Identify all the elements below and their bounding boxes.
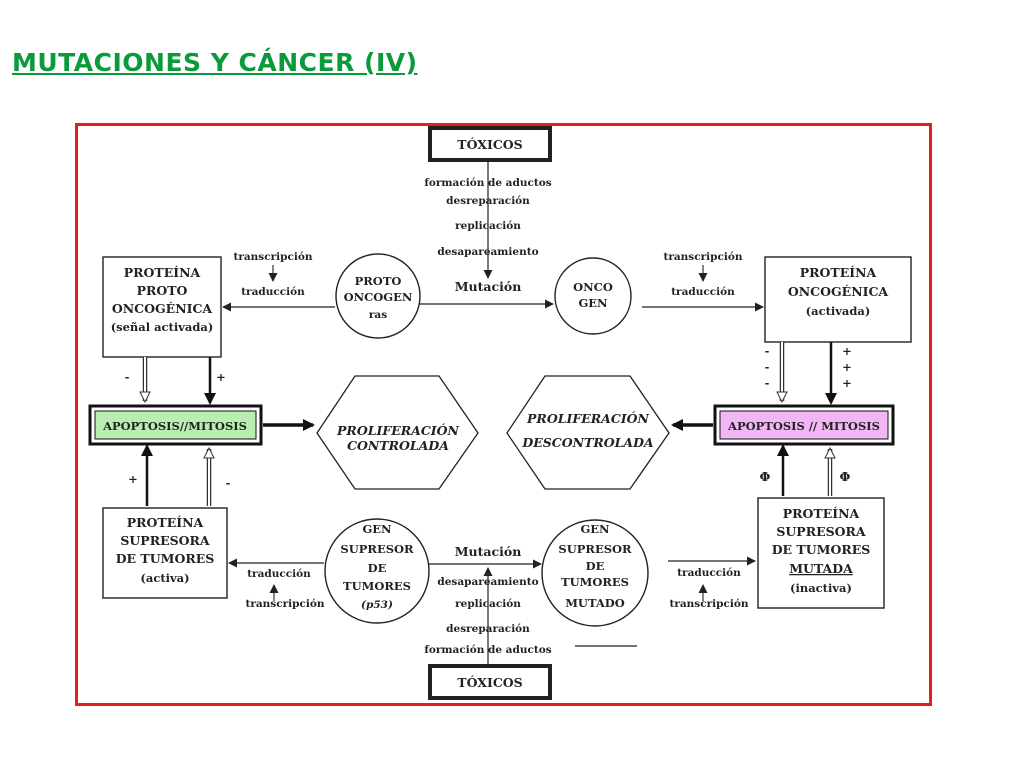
diagram-frame: TÓXICOS TÓXICOS formación de aductos des… bbox=[75, 123, 932, 706]
protein-oncogenica-box: PROTEÍNA ONCOGÉNICA (activada) bbox=[764, 256, 912, 343]
hex-right-line-1: PROLIFERACIÓN bbox=[526, 410, 649, 426]
toxicos-bottom-label: TÓXICOS bbox=[457, 674, 522, 690]
prot-protoonco-line-3: ONCOGÉNICA bbox=[112, 301, 213, 316]
frame-border bbox=[75, 123, 932, 706]
oncogen-circle: ONCO GEN bbox=[554, 257, 632, 335]
svg-text:-: - bbox=[765, 344, 770, 358]
gen-supmut-line-4: TUMORES bbox=[561, 575, 629, 589]
gen-supresor-circle: GEN SUPRESOR DE TUMORES (p53) bbox=[324, 518, 430, 624]
svg-text:+: + bbox=[842, 344, 852, 358]
gen-supmut-line-2: SUPRESOR bbox=[558, 542, 632, 556]
prot-supmut-line-3: DE TUMORES bbox=[772, 542, 871, 557]
svg-text:+: + bbox=[842, 360, 852, 374]
svg-text:-: - bbox=[765, 376, 770, 390]
protoncogen-circle: PROTO ONCOGEN ras bbox=[335, 253, 421, 339]
gen-sup-line-4: TUMORES bbox=[343, 579, 411, 593]
bottom-process-1: desapareamiento bbox=[437, 576, 538, 588]
sign-plus-top-left: + bbox=[216, 370, 226, 384]
gen-sup-line-1: GEN bbox=[362, 522, 392, 536]
top-process-labels: formación de aductos desreparación repli… bbox=[424, 177, 551, 258]
gen-supmut-line-3: DE bbox=[586, 559, 605, 573]
oncogen-line-1: ONCO bbox=[573, 280, 613, 294]
transcripcion-top-right: transcripción bbox=[663, 251, 742, 263]
sign-minus-top-left: - bbox=[125, 370, 130, 384]
sign-plus-bottom-left: + bbox=[128, 472, 138, 486]
prot-supmut-line-5: (inactiva) bbox=[790, 581, 852, 595]
hex-proliferacion-controlada: PROLIFERACIÓN CONTROLADA bbox=[316, 375, 479, 490]
oncogen-line-2: GEN bbox=[578, 296, 608, 310]
prot-supmut-line-1: PROTEÍNA bbox=[783, 506, 860, 521]
hex-left-line-2: CONTROLADA bbox=[347, 438, 449, 453]
prot-supmut-line-2: SUPRESORA bbox=[776, 524, 866, 539]
prot-sup-line-2: SUPRESORA bbox=[120, 533, 210, 548]
mutation-bottom-label: Mutación bbox=[455, 544, 522, 559]
toxicos-bottom-box: TÓXICOS bbox=[428, 664, 552, 700]
mutation-cancer-diagram: TÓXICOS TÓXICOS formación de aductos des… bbox=[75, 123, 932, 706]
traduccion-bottom-left: traducción bbox=[247, 568, 311, 580]
phi-right: Φ bbox=[840, 469, 851, 484]
transcripcion-top-left: transcripción bbox=[233, 251, 312, 263]
protein-supresora-box: PROTEÍNA SUPRESORA DE TUMORES (activa) bbox=[102, 507, 228, 599]
prot-sup-line-4: (activa) bbox=[140, 571, 189, 585]
bottom-process-labels: desapareamiento replicación desreparació… bbox=[424, 576, 551, 656]
mutation-top-label: Mutación bbox=[455, 279, 522, 294]
hex-right-line-2: DESCONTROLADA bbox=[521, 435, 654, 450]
gen-sup-line-2: SUPRESOR bbox=[340, 542, 414, 556]
prot-sup-line-1: PROTEÍNA bbox=[127, 515, 204, 530]
prot-onco-line-1: PROTEÍNA bbox=[800, 265, 877, 280]
prot-protoonco-line-4: (señal activada) bbox=[111, 320, 214, 334]
hex-proliferacion-descontrolada: PROLIFERACIÓN DESCONTROLADA bbox=[506, 375, 670, 490]
bottom-process-2: replicación bbox=[455, 598, 521, 610]
toxicos-top-box: TÓXICOS bbox=[428, 126, 552, 162]
hex-left-line-1: PROLIFERACIÓN bbox=[336, 422, 459, 438]
transcripcion-bottom-right: transcripción bbox=[669, 598, 748, 610]
svg-text:+: + bbox=[842, 376, 852, 390]
protoncogen-line-2: ONCOGEN bbox=[344, 290, 413, 304]
transcripcion-bottom-left: transcripción bbox=[245, 598, 324, 610]
top-process-1: formación de aductos bbox=[424, 177, 551, 189]
prot-supmut-line-4: MUTADA bbox=[789, 561, 853, 576]
traduccion-bottom-right: traducción bbox=[677, 567, 741, 579]
prot-protoonco-line-2: PROTO bbox=[137, 283, 188, 298]
toxicos-top-label: TÓXICOS bbox=[457, 136, 522, 152]
traduccion-top-left: traducción bbox=[241, 286, 305, 298]
gen-supmut-line-5: MUTADO bbox=[565, 596, 625, 610]
protein-supresora-mutada-box: PROTEÍNA SUPRESORA DE TUMORES MUTADA (in… bbox=[757, 497, 885, 609]
protoncogen-line-3: ras bbox=[369, 309, 387, 321]
gen-sup-line-3: DE bbox=[368, 561, 387, 575]
traduccion-top-right: traducción bbox=[671, 286, 735, 298]
protoncogen-line-1: PROTO bbox=[355, 274, 402, 288]
apoptosis-left-label: APOPTOSIS//MITOSIS bbox=[102, 419, 247, 433]
prot-sup-line-3: DE TUMORES bbox=[116, 551, 215, 566]
phi-left: Φ bbox=[760, 469, 771, 484]
top-process-2: desreparación bbox=[446, 195, 530, 207]
page-title: MUTACIONES Y CÁNCER (IV) bbox=[12, 48, 418, 77]
bottom-process-3: desreparación bbox=[446, 623, 530, 635]
prot-protoonco-line-1: PROTEÍNA bbox=[124, 265, 201, 280]
apoptosis-right-box: APOPTOSIS // MITOSIS bbox=[713, 404, 895, 446]
gen-supresor-mutado-circle: GEN SUPRESOR DE TUMORES MUTADO bbox=[541, 519, 649, 627]
prot-onco-line-3: (activada) bbox=[806, 304, 871, 318]
gen-sup-line-5: (p53) bbox=[361, 599, 393, 611]
protein-protooncogenica-box: PROTEÍNA PROTO ONCOGÉNICA (señal activad… bbox=[102, 256, 222, 358]
apoptosis-left-box: APOPTOSIS//MITOSIS bbox=[88, 404, 263, 446]
sign-minus-bottom-left: - bbox=[226, 476, 231, 490]
gen-supmut-line-1: GEN bbox=[580, 522, 610, 536]
signs-top-right-minus: - - - bbox=[765, 344, 770, 390]
top-process-4: desapareamiento bbox=[437, 246, 538, 258]
apoptosis-right-label: APOPTOSIS // MITOSIS bbox=[727, 419, 880, 433]
signs-top-right-plus: + + + bbox=[842, 344, 852, 390]
bottom-process-4: formación de aductos bbox=[424, 644, 551, 656]
svg-text:-: - bbox=[765, 360, 770, 374]
top-process-3: replicación bbox=[455, 220, 521, 232]
prot-onco-line-2: ONCOGÉNICA bbox=[788, 284, 889, 299]
